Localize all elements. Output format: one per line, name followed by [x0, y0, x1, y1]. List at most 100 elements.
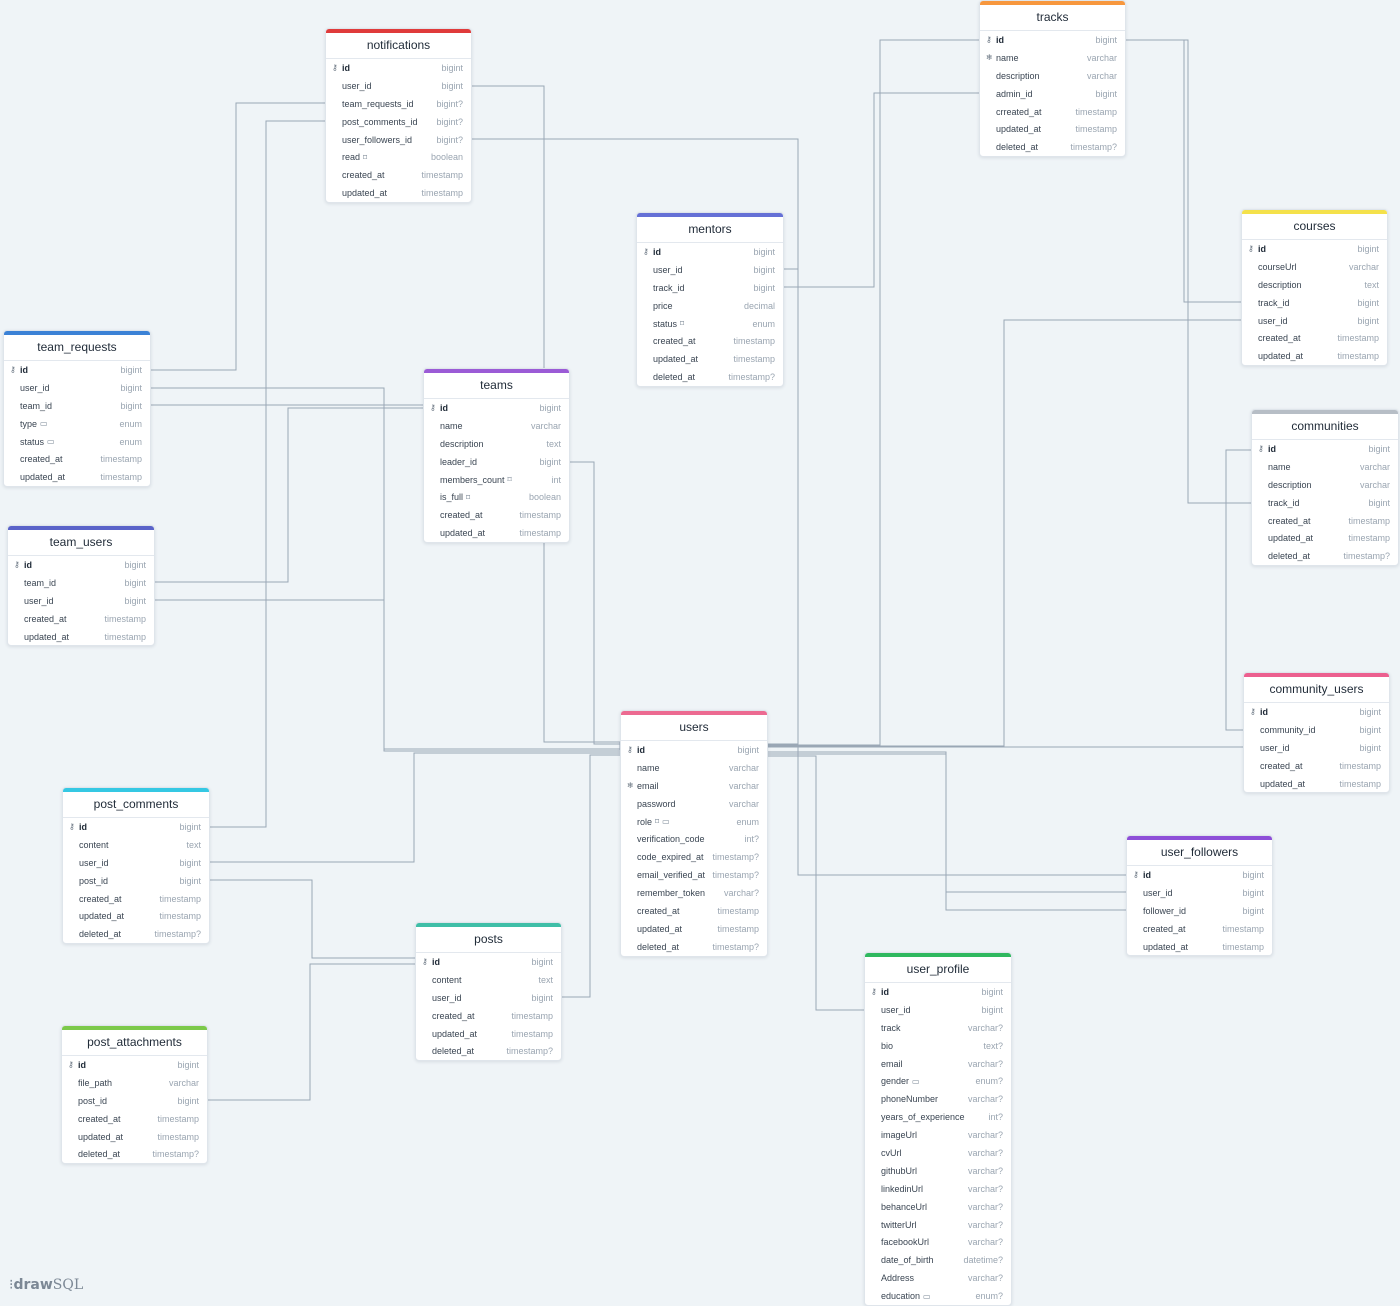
column-row[interactable]: gender▭enum?: [865, 1072, 1011, 1090]
table-title[interactable]: communities: [1252, 414, 1398, 440]
table-title[interactable]: post_attachments: [62, 1030, 207, 1056]
table-title[interactable]: user_followers: [1127, 840, 1272, 866]
table-title[interactable]: posts: [416, 927, 561, 953]
table-title[interactable]: users: [621, 715, 767, 741]
table-title[interactable]: tracks: [980, 5, 1125, 31]
table-title[interactable]: team_requests: [4, 335, 150, 361]
table-title[interactable]: team_users: [8, 530, 154, 556]
column-row[interactable]: type▭enum: [4, 415, 150, 433]
table-title[interactable]: mentors: [637, 217, 783, 243]
table-title[interactable]: teams: [424, 373, 569, 399]
column-row[interactable]: is_full⌑boolean: [424, 488, 569, 506]
column-row[interactable]: members_count⌑int: [424, 471, 569, 489]
column-row[interactable]: education▭enum?: [865, 1287, 1011, 1305]
table-title[interactable]: courses: [1242, 214, 1387, 240]
column-row[interactable]: status▭enum: [4, 433, 150, 451]
table-title[interactable]: notifications: [326, 33, 471, 59]
column-row[interactable]: status⌑enum: [637, 315, 783, 333]
